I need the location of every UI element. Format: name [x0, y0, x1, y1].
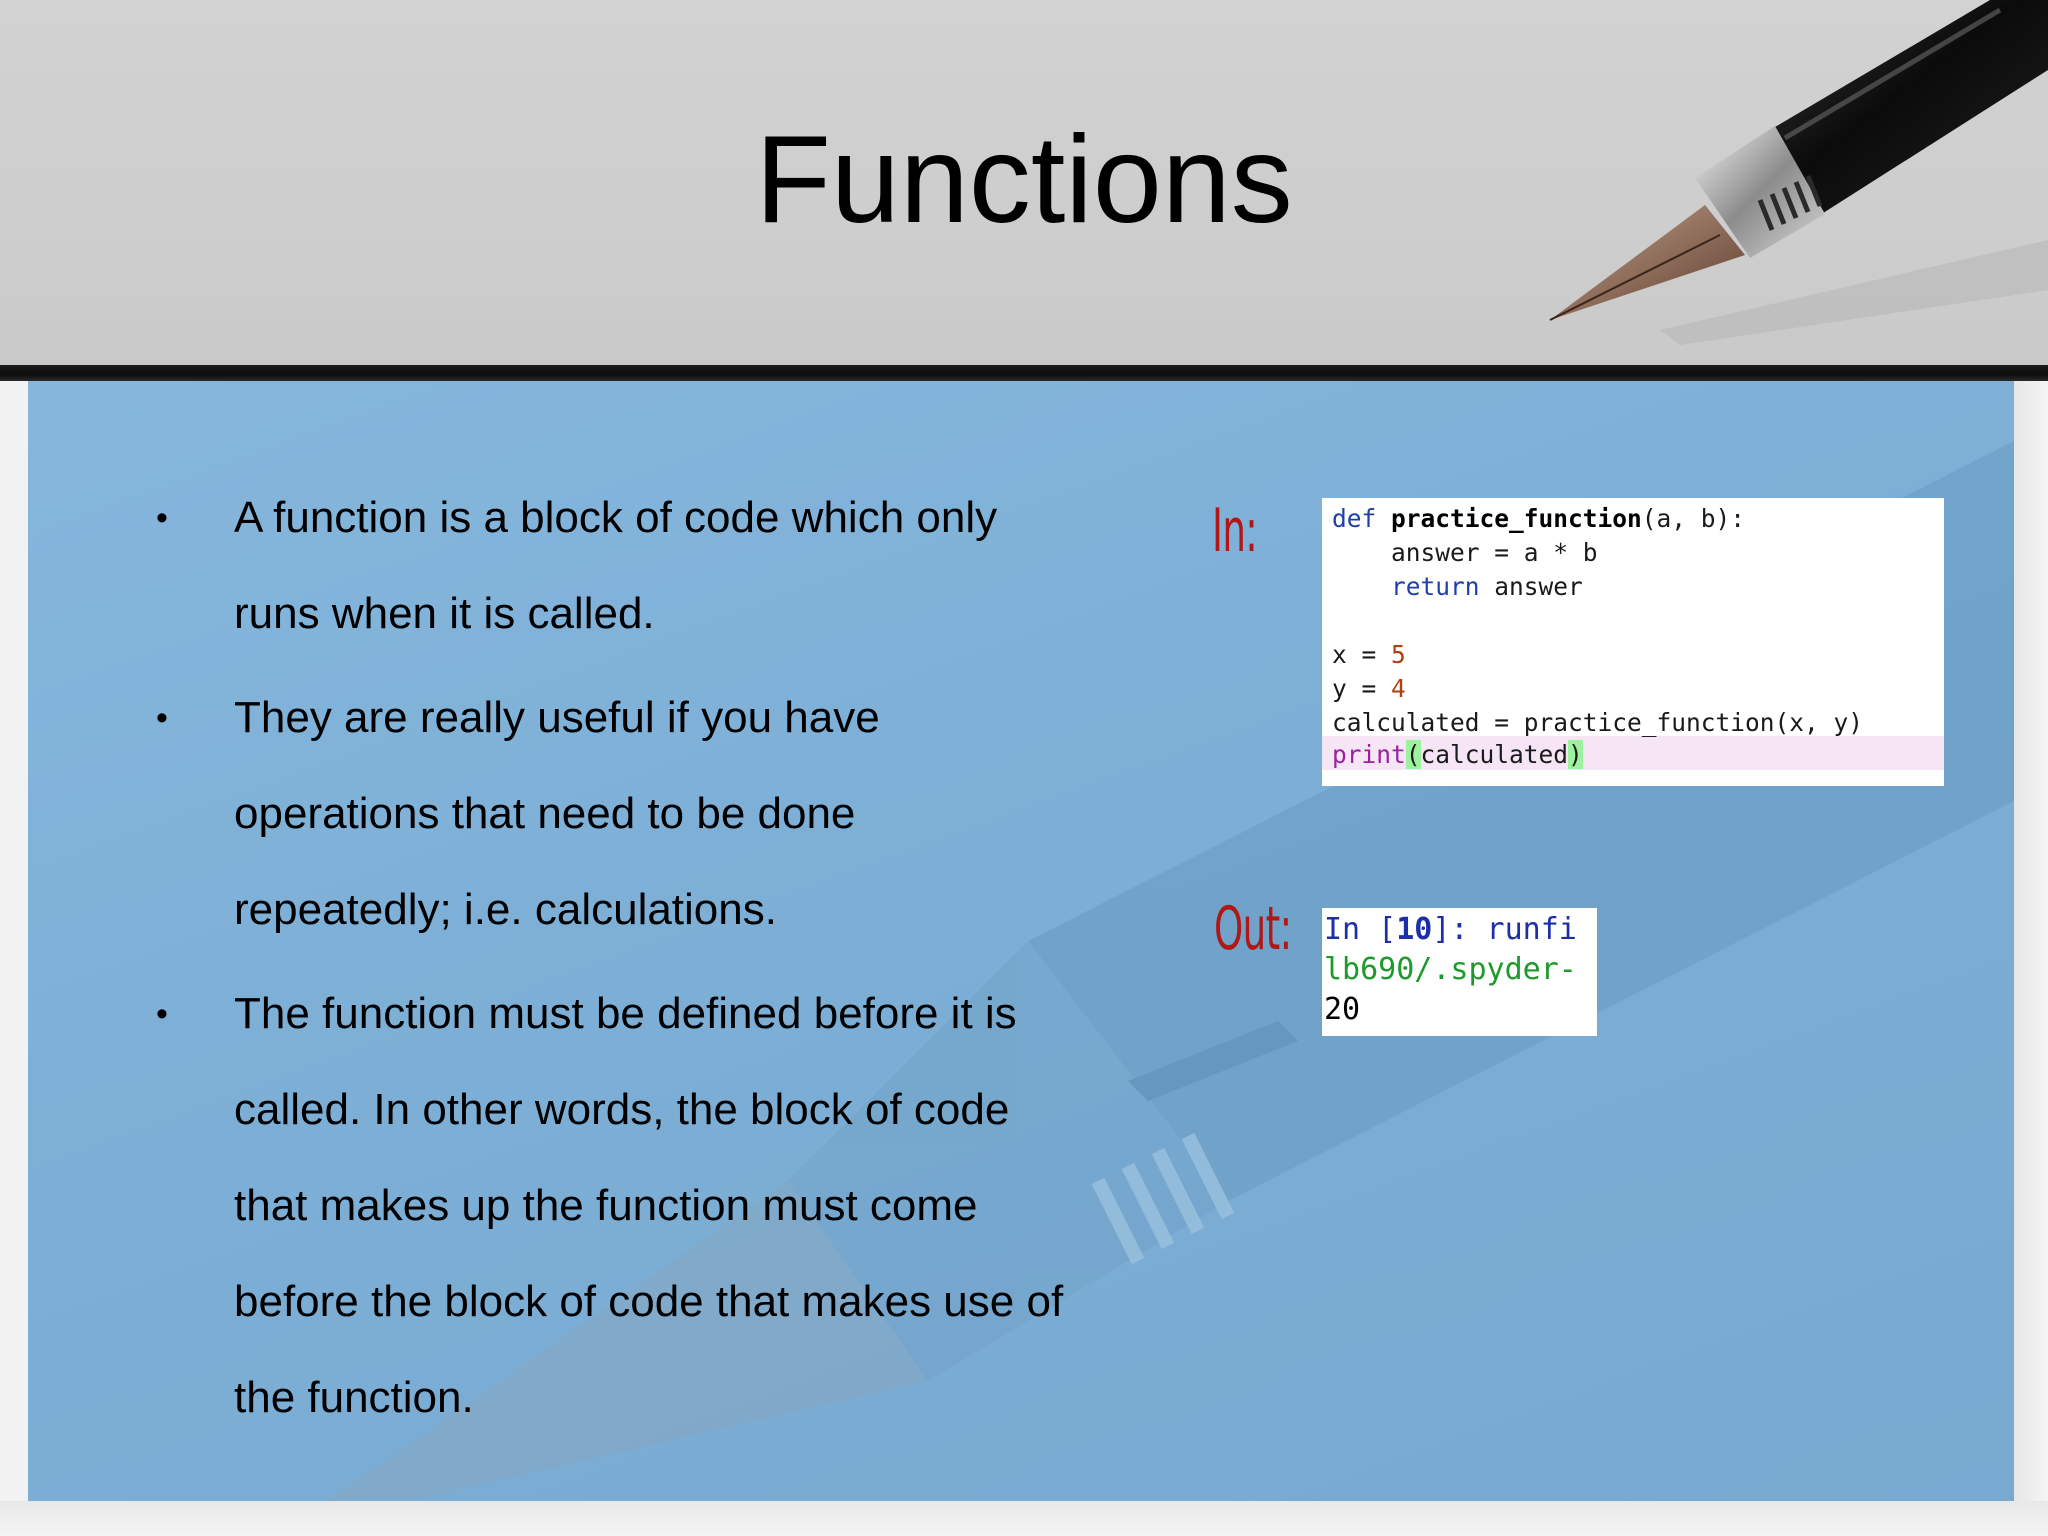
out-label: Out: [1214, 894, 1292, 964]
output-line: In [10]: runfi [1324, 910, 1577, 950]
bottom-margin [0, 1501, 2048, 1536]
bullet-icon: • [156, 995, 168, 1033]
code-text: calculated [1420, 740, 1569, 769]
bullet-icon: • [156, 499, 168, 537]
code-keyword: def [1332, 504, 1377, 533]
code-builtin: print [1332, 740, 1406, 769]
code-line: answer = a * b [1332, 538, 1598, 567]
code-line: y = 4 [1332, 672, 1406, 706]
bullet-line: The function must be defined before it i… [234, 989, 1017, 1038]
bullet-line: called. In other words, the block of cod… [234, 1085, 1010, 1134]
code-function-name: practice_function [1391, 504, 1642, 533]
code-paren: ( [1405, 740, 1421, 769]
code-line: print(calculated) [1332, 738, 1583, 772]
code-text: x = [1332, 640, 1392, 669]
code-paren: ) [1568, 740, 1583, 769]
code-text: answer [1479, 572, 1583, 601]
page-title: Functions [755, 111, 1293, 249]
bullet-line: repeatedly; i.e. calculations. [234, 885, 777, 934]
code-output-snippet: In [10]: runfi lb690/.spyder- 20 [1322, 908, 1597, 1036]
output-line: lb690/.spyder- [1324, 952, 1577, 987]
code-line: def practice_function(a, b): [1332, 502, 1745, 536]
output-prompt: ]: runfi [1432, 912, 1577, 947]
bullet-line: before the block of code that makes use … [234, 1277, 1064, 1326]
code-number: 4 [1391, 674, 1406, 703]
code-line: return answer [1332, 570, 1583, 604]
bullet-item: • The function must be defined before it… [150, 966, 1150, 1446]
output-prompt: In [ [1324, 912, 1397, 947]
in-label: In: [1212, 496, 1258, 566]
bullet-item: • They are really useful if you have ope… [150, 670, 1150, 958]
code-indent [1332, 572, 1391, 601]
header-divider [0, 365, 2048, 381]
code-text: (a, b): [1641, 504, 1746, 533]
code-text: y = [1332, 674, 1392, 703]
bullet-list: • A function is a block of code which on… [150, 470, 1150, 1454]
fountain-pen-icon [1549, 0, 2048, 345]
right-margin [2014, 381, 2048, 1536]
bullet-line: the function. [234, 1373, 474, 1422]
code-number: 5 [1391, 640, 1406, 669]
code-keyword: return [1391, 572, 1480, 601]
bullet-icon: • [156, 699, 168, 737]
bullet-line: runs when it is called. [234, 589, 655, 638]
bullet-line: They are really useful if you have [234, 693, 880, 742]
slide-header: Functions [0, 0, 2048, 365]
content-panel [28, 381, 2014, 1501]
code-line: calculated = practice_function(x, y) [1332, 708, 1864, 737]
current-line-highlight [1322, 736, 1944, 770]
output-prompt-number: 10 [1396, 912, 1433, 947]
code-line: x = 5 [1332, 638, 1406, 672]
output-line: 20 [1324, 992, 1361, 1027]
bullet-item: • A function is a block of code which on… [150, 470, 1150, 662]
bullet-line: operations that need to be done [234, 789, 856, 838]
bullet-line: A function is a block of code which only [234, 493, 998, 542]
code-input-snippet: def practice_function(a, b): answer = a … [1322, 498, 1944, 786]
bullet-line: that makes up the function must come [234, 1181, 978, 1230]
